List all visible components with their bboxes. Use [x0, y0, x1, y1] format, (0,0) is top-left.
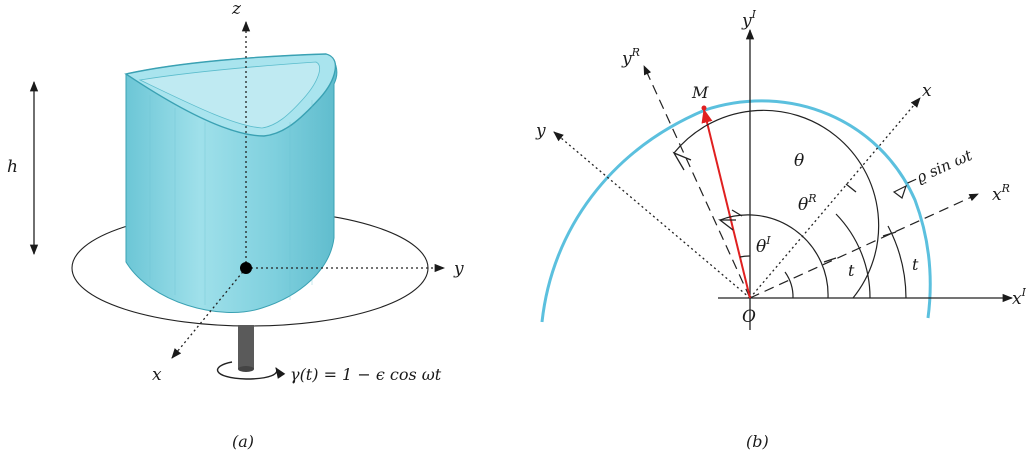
container-streaks [149, 95, 313, 305]
arc-theta [673, 109, 880, 299]
tick-marks [731, 183, 897, 263]
position-vector [701, 108, 751, 299]
label-x-b: x [922, 81, 932, 101]
label-thetaR: θR [798, 192, 817, 215]
arc-theta-end [672, 151, 692, 171]
label-forcing: γ(t) = 1 − ϵ cos ωt [290, 365, 442, 384]
label-t-inner: t [848, 261, 855, 280]
label-thetaI: θI [756, 234, 771, 257]
label-yR: yR [621, 46, 640, 69]
arc-t-outer [887, 225, 907, 299]
label-y-a: y [453, 259, 464, 279]
container-inner-rim [138, 61, 320, 129]
axis-y-b-line [553, 131, 751, 299]
label-yI: yI [741, 8, 757, 31]
panel-a: z y x h γ(t) = 1 − ϵ cos ωt (a) [7, 0, 464, 451]
label-x-a: x [152, 365, 162, 385]
axis-xR-line [749, 193, 979, 299]
origin-dot-a [240, 262, 252, 274]
arc-thetaI [739, 255, 751, 258]
label-z: z [231, 0, 242, 19]
arc-t-inner [784, 271, 794, 299]
label-xI: xI [1012, 286, 1026, 309]
caption-a: (a) [232, 432, 254, 451]
arc-thetaR-end [718, 219, 736, 231]
support-stick [238, 325, 254, 369]
stick-base [238, 366, 254, 372]
label-theta: θ [794, 151, 804, 171]
label-y-b: y [535, 121, 546, 141]
point-m-dot [701, 105, 707, 111]
label-origin: O [742, 307, 756, 327]
label-perturbation: −ϱ sin ωt [902, 146, 975, 192]
label-t-outer: t [912, 255, 919, 274]
label-xR: xR [992, 182, 1010, 205]
rotation-arrow [216, 361, 286, 380]
perturbation-arrow [892, 184, 908, 199]
panel-b: yI xI yR xR x y O M θ θR θI t t −ϱ sin ω… [535, 8, 1026, 451]
axis-x-b-line [749, 97, 921, 299]
free-surface-curve [540, 99, 932, 323]
arc-thetaR [719, 214, 829, 299]
arc-t-mid [835, 213, 871, 299]
caption-b: (b) [746, 432, 769, 451]
label-h: h [7, 157, 18, 177]
label-m: M [691, 83, 709, 102]
axis-yR-line [643, 65, 751, 299]
